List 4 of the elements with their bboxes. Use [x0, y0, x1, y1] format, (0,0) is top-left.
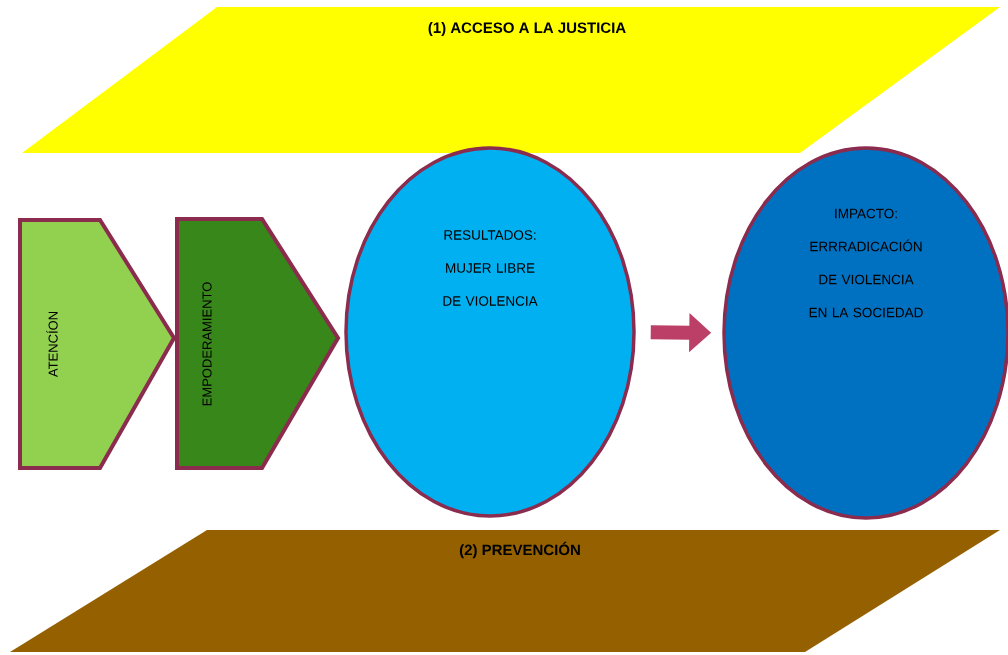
- band: (1) ACCESO A LA JUSTICIA: [22, 7, 1000, 153]
- band: (2) PREVENCIÓN: [10, 530, 1000, 652]
- pentagon-box: ATENCÍON: [18, 218, 177, 470]
- pentagon-box: EMPODERAMIENTO: [175, 217, 341, 470]
